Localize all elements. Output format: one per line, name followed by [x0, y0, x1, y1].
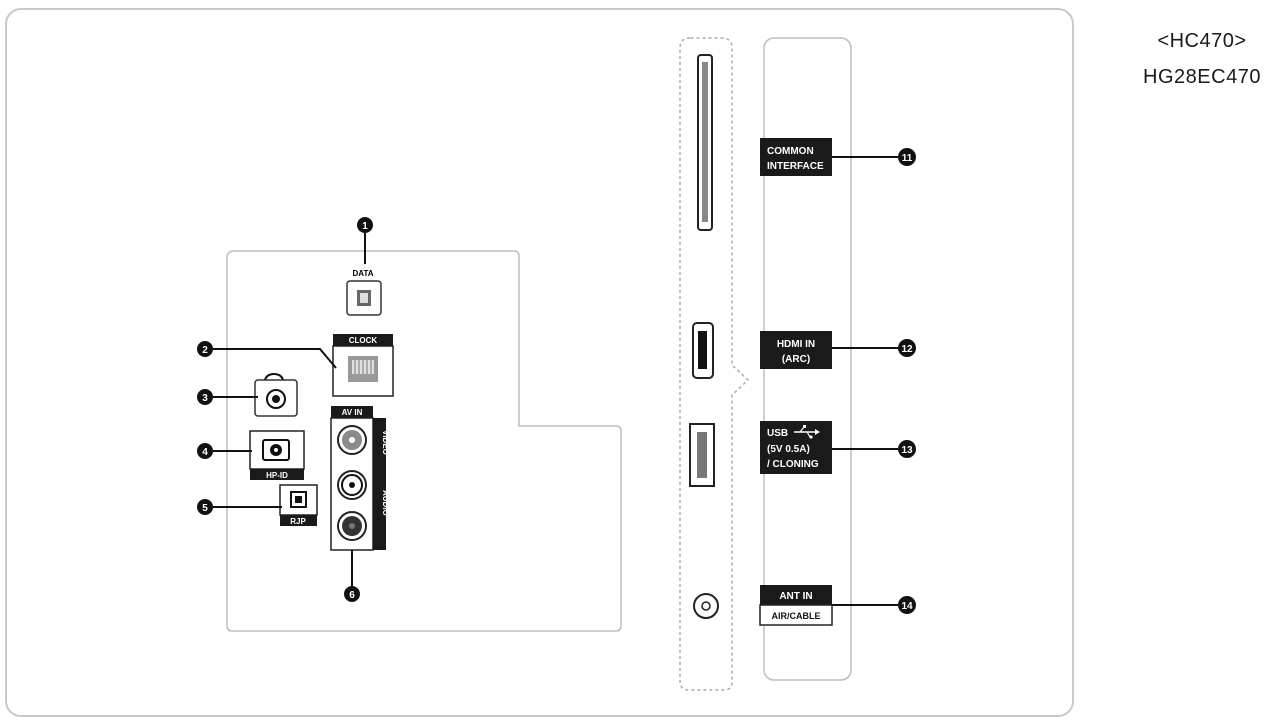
- hp-id-label: HP-ID: [266, 471, 288, 480]
- video-label: VIDEO: [381, 430, 390, 455]
- svg-text:12: 12: [901, 344, 913, 355]
- hp-id-port: [249, 430, 305, 470]
- ant-in-label-line2: AIR/CABLE: [772, 611, 821, 621]
- ant-in-label-line1: ANT IN: [779, 591, 812, 602]
- callout-3: 3: [197, 389, 213, 405]
- hp-id-label-bg: [250, 469, 304, 480]
- common-interface-label-bg: [760, 138, 832, 176]
- audio-label: AUDIO: [381, 490, 390, 516]
- svg-text:3: 3: [202, 393, 208, 404]
- hdmi-label-line1: HDMI IN: [777, 339, 815, 350]
- usb-label-line2: (5V 0.5A): [767, 444, 810, 455]
- common-interface-label-line2: INTERFACE: [767, 161, 824, 172]
- common-interface-label-line1: COMMON: [767, 146, 814, 157]
- data-port: [346, 280, 382, 316]
- clock-label-bg: [333, 334, 393, 346]
- clock-port: [332, 345, 394, 397]
- video-jack: [337, 425, 367, 455]
- callout-1: 1: [357, 217, 373, 233]
- callout-5: 5: [197, 499, 213, 515]
- model-series: <HC470>: [1157, 30, 1247, 52]
- callout-14: 14: [898, 596, 916, 614]
- rjp-label: RJP: [290, 517, 306, 526]
- callout-4: 4: [197, 443, 213, 459]
- common-interface-slot: [697, 54, 713, 231]
- audio-left-jack: [337, 470, 367, 500]
- svg-text:2: 2: [202, 345, 208, 356]
- headphone-port: [254, 379, 298, 417]
- rjp-label-bg: [280, 515, 317, 526]
- antenna-port: [693, 593, 719, 619]
- callout-12: 12: [898, 339, 916, 357]
- clock-label: CLOCK: [349, 336, 378, 345]
- av-side-strip: [373, 418, 386, 550]
- usb-label-line1: USB: [767, 428, 788, 439]
- callout-2: 2: [197, 341, 213, 357]
- hdmi-label-bg: [760, 331, 832, 369]
- svg-text:5: 5: [202, 503, 208, 514]
- av-in-label: AV IN: [342, 408, 363, 417]
- av-in-label-bg: [331, 406, 373, 418]
- air-cable-label-bg: [759, 604, 833, 626]
- hdmi-port: [692, 322, 714, 379]
- svg-text:14: 14: [901, 601, 913, 612]
- audio-right-jack: [337, 511, 367, 541]
- side-profile-outline: [679, 37, 750, 691]
- svg-text:6: 6: [349, 590, 355, 601]
- usb-label-line3: / CLONING: [767, 459, 819, 470]
- callout-13: 13: [898, 440, 916, 458]
- usb-symbol-icon: [794, 425, 820, 439]
- svg-text:4: 4: [202, 447, 208, 458]
- svg-text:11: 11: [902, 153, 913, 164]
- data-label: DATA: [352, 269, 373, 278]
- diagram-frame: [5, 8, 1074, 717]
- rear-panel-outline: [226, 250, 622, 632]
- usb-label-bg: [760, 421, 832, 474]
- usb-port: [689, 423, 715, 487]
- hdmi-label-line2: (ARC): [782, 354, 810, 365]
- model-code: HG28EC470: [1143, 66, 1261, 88]
- rjp-port: [279, 484, 318, 516]
- svg-text:1: 1: [362, 221, 368, 232]
- callout-11: 11: [898, 148, 916, 166]
- ant-in-label-bg: [760, 585, 832, 605]
- svg-text:13: 13: [901, 445, 913, 456]
- callout-6: 6: [344, 586, 360, 602]
